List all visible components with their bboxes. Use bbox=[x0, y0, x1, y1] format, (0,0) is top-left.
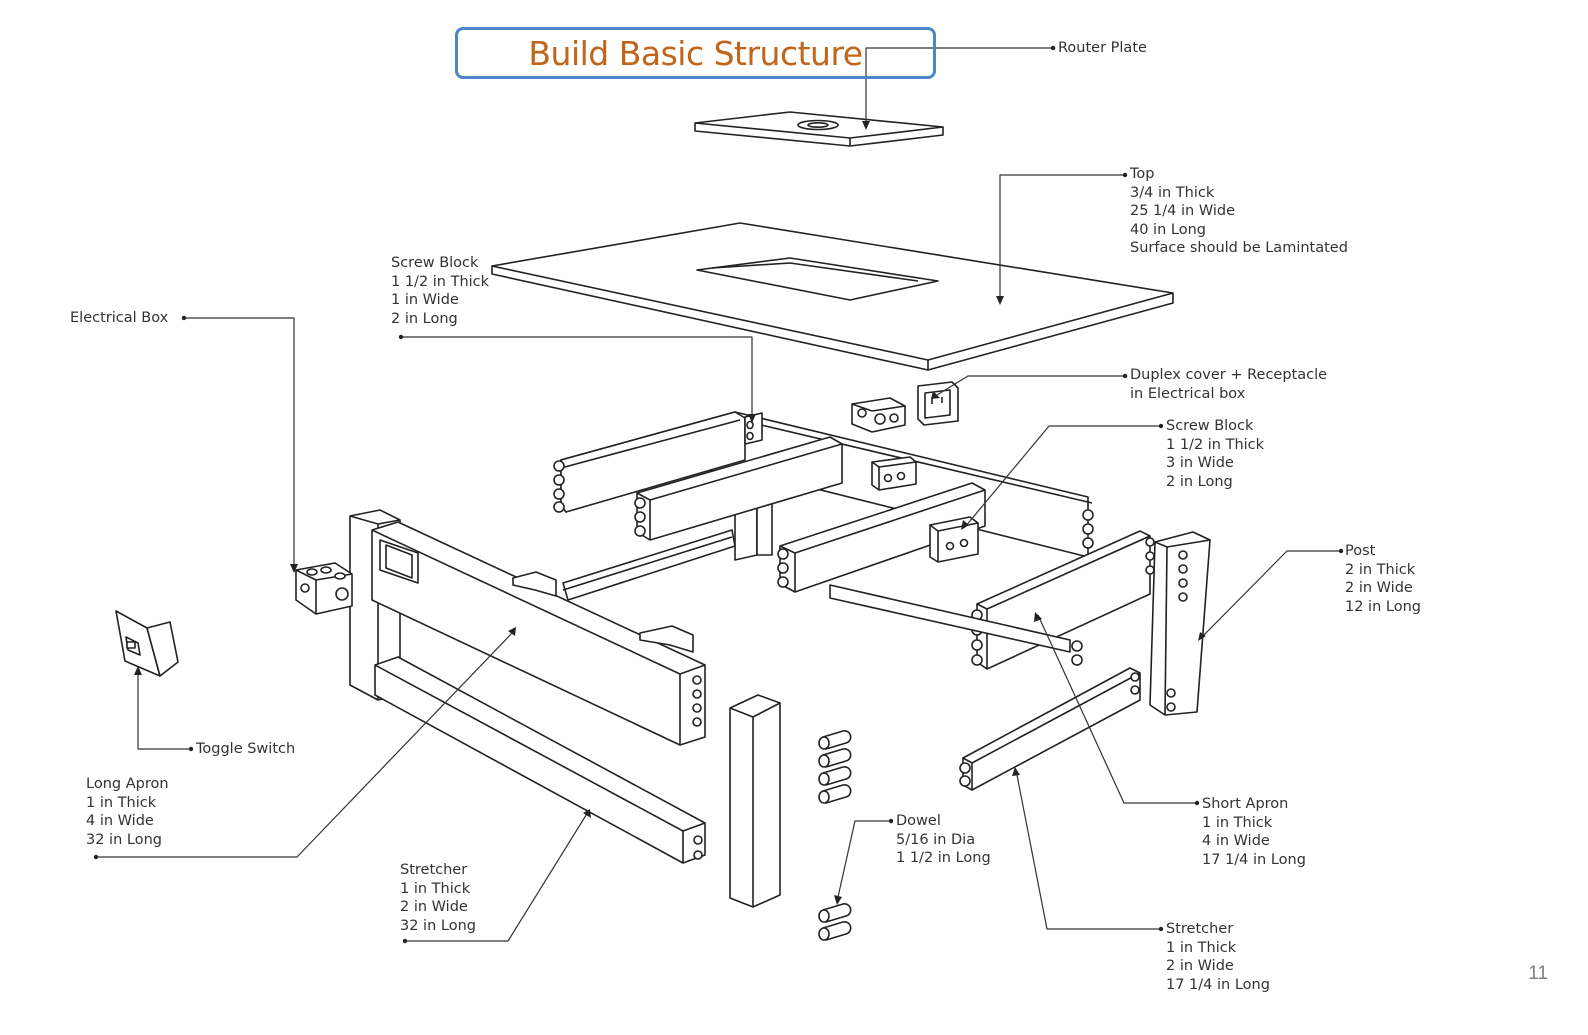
callout-short-apron: Short Apron 1 in Thick 4 in Wide 17 1/4 … bbox=[1202, 795, 1306, 869]
callout-line: 3 in Wide bbox=[1166, 455, 1234, 471]
callout-post: Post 2 in Thick 2 in Wide 12 in Long bbox=[1345, 542, 1421, 616]
callout-line: Surface should be Lamintated bbox=[1130, 240, 1348, 256]
lower-stretcher-right-back bbox=[829, 584, 1083, 666]
callout-line: 2 in Thick bbox=[1345, 561, 1416, 578]
callout-screw-block-2: Screw Block 1 1/2 in Thick 3 in Wide 2 i… bbox=[1166, 417, 1264, 491]
loose-post-right bbox=[1149, 531, 1211, 716]
arrowheads bbox=[134, 121, 1206, 905]
callout-line: Electrical Box bbox=[70, 310, 169, 326]
front-long-apron bbox=[371, 521, 706, 746]
leader-lines bbox=[97, 47, 1340, 942]
callout-line: in Electrical box bbox=[1130, 385, 1246, 402]
leader-dots bbox=[93, 45, 1344, 944]
callout-line: Short Apron bbox=[1202, 796, 1289, 812]
callout-line: 2 in Long bbox=[1166, 473, 1233, 490]
callout-router-plate: Router Plate bbox=[1058, 39, 1147, 58]
toggle-switch-part bbox=[115, 610, 179, 677]
callout-screw-block-1: Screw Block 1 1/2 in Thick 1 in Wide 2 i… bbox=[391, 254, 489, 328]
loose-short-stretcher bbox=[959, 667, 1141, 791]
dowels-back-right bbox=[1082, 509, 1094, 549]
callout-line: 4 in Wide bbox=[86, 813, 154, 829]
callout-duplex-cover: Duplex cover + Receptacle in Electrical … bbox=[1130, 366, 1327, 403]
callout-electrical-box: Electrical Box bbox=[70, 309, 168, 328]
callout-line: 1 1/2 in Long bbox=[896, 850, 991, 866]
callout-line: 17 1/4 in Long bbox=[1202, 851, 1306, 868]
electrical-box-left bbox=[295, 562, 353, 615]
middle-stretcher-left bbox=[634, 436, 843, 541]
electrical-box-upper bbox=[851, 397, 906, 433]
callout-line: Long Apron bbox=[86, 776, 169, 792]
callout-line: 2 in Wide bbox=[1345, 580, 1413, 596]
callout-line: 2 in Wide bbox=[1166, 958, 1234, 974]
callout-line: 4 in Wide bbox=[1202, 833, 1270, 849]
duplex-cover bbox=[917, 381, 959, 426]
callout-line: 1 in Thick bbox=[1166, 939, 1237, 956]
callout-line: 5/16 in Dia bbox=[896, 831, 976, 848]
screw-block-large bbox=[929, 516, 979, 563]
middle-stretcher-right bbox=[777, 482, 986, 593]
callout-line: 1 in Wide bbox=[391, 292, 459, 308]
title-box: Build Basic Structure bbox=[455, 27, 936, 79]
callout-line: Screw Block bbox=[391, 255, 479, 271]
callout-line: 1 in Thick bbox=[1202, 814, 1273, 831]
callout-line: 25 1/4 in Wide bbox=[1130, 203, 1236, 219]
callout-line: 40 in Long bbox=[1130, 221, 1206, 238]
callout-stretcher-short: Stretcher 1 in Thick 2 in Wide 17 1/4 in… bbox=[1166, 920, 1270, 994]
router-plate bbox=[694, 111, 944, 147]
callout-line: Dowel bbox=[896, 813, 941, 829]
apron-blocks bbox=[512, 571, 694, 653]
callout-line: Stretcher bbox=[1166, 921, 1234, 937]
callout-stretcher-long: Stretcher 1 in Thick 2 in Wide 32 in Lon… bbox=[400, 861, 476, 935]
callout-line: Screw Block bbox=[1166, 418, 1254, 434]
callout-line: 32 in Long bbox=[86, 831, 162, 848]
callout-line: 1 1/2 in Thick bbox=[391, 273, 490, 290]
callout-line: 17 1/4 in Long bbox=[1166, 976, 1270, 993]
callout-top: Top 3/4 in Thick 25 1/4 in Wide 40 in Lo… bbox=[1130, 165, 1348, 258]
callout-line: Router Plate bbox=[1058, 40, 1147, 56]
callout-line: 12 in Long bbox=[1345, 598, 1421, 615]
callout-dowel: Dowel 5/16 in Dia 1 1/2 in Long bbox=[896, 812, 991, 868]
front-long-stretcher bbox=[374, 656, 706, 864]
callout-line: 1 1/2 in Thick bbox=[1166, 436, 1265, 453]
callout-line: Post bbox=[1345, 543, 1376, 559]
loose-post-center bbox=[729, 694, 781, 908]
lower-stretcher-back bbox=[562, 529, 736, 601]
dowels-pair bbox=[818, 903, 852, 941]
callout-line: 3/4 in Thick bbox=[1130, 184, 1215, 201]
dowels-loose-group bbox=[818, 730, 852, 804]
callout-line: 32 in Long bbox=[400, 917, 476, 934]
callout-line: Stretcher bbox=[400, 862, 468, 878]
screw-block-small bbox=[744, 412, 763, 445]
callout-line: Toggle Switch bbox=[196, 741, 296, 757]
page-number: 11 bbox=[1528, 963, 1548, 984]
callout-line: 2 in Long bbox=[391, 310, 458, 327]
callout-line: 2 in Wide bbox=[400, 899, 468, 915]
callout-long-apron: Long Apron 1 in Thick 4 in Wide 32 in Lo… bbox=[86, 775, 169, 849]
callout-toggle-switch: Toggle Switch bbox=[196, 740, 295, 759]
table-top bbox=[491, 222, 1174, 371]
callout-line: Duplex cover + Receptacle bbox=[1130, 367, 1328, 383]
callout-line: 1 in Thick bbox=[400, 880, 471, 897]
screw-block-back bbox=[871, 456, 917, 491]
page-title: Build Basic Structure bbox=[528, 33, 863, 73]
callout-line: 1 in Thick bbox=[86, 794, 157, 811]
dowels-back-left bbox=[553, 460, 565, 513]
callout-line: Top bbox=[1130, 166, 1155, 182]
